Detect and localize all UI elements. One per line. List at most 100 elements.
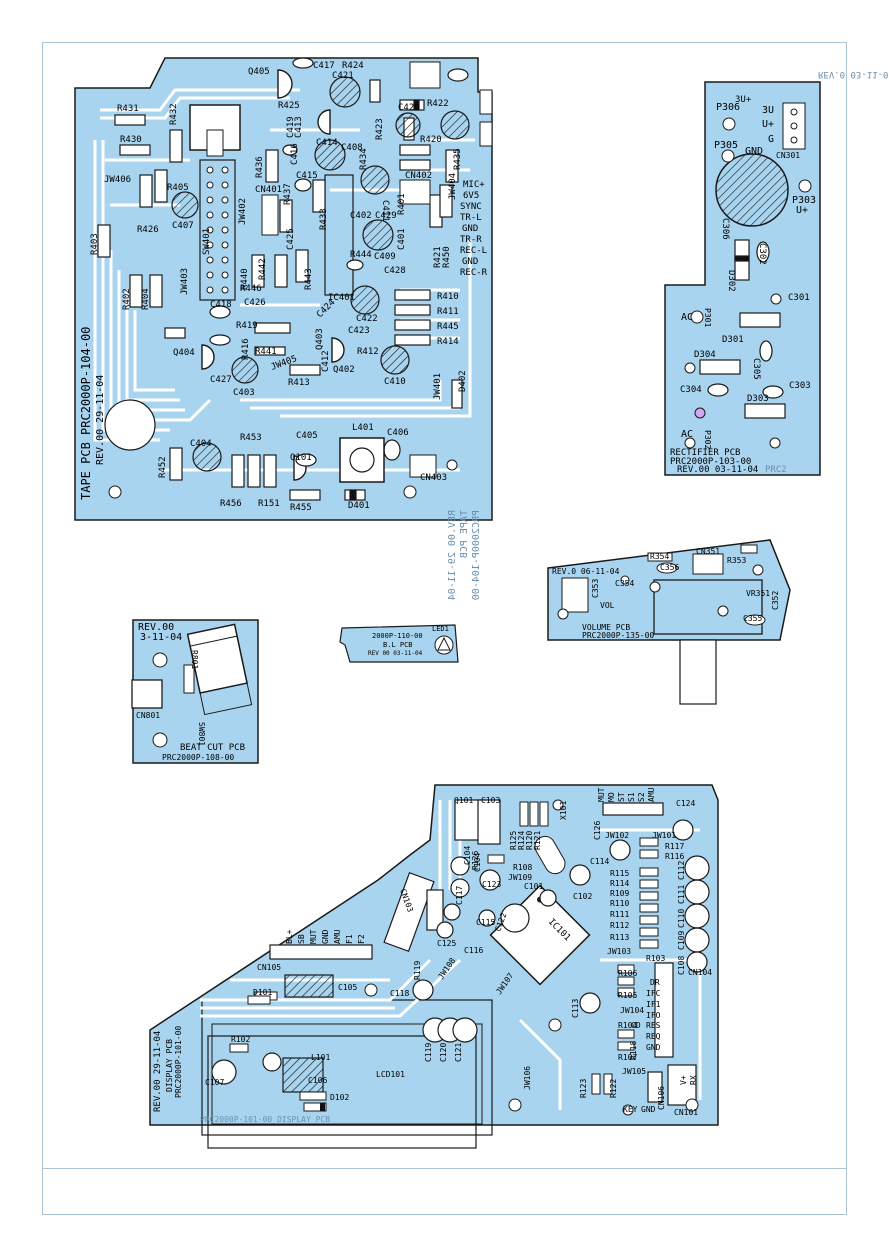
part-label: R119	[413, 961, 422, 980]
part-label: R102	[231, 1035, 250, 1044]
part-label: C113	[571, 999, 580, 1018]
part-label: C118	[390, 989, 409, 998]
display-pcb-mirror: PRC2000P-101-00 DISPLAY PCB	[200, 1115, 330, 1124]
part-label: C420	[398, 103, 420, 113]
vol-label: VR351	[746, 589, 770, 598]
rect-label: P305	[714, 140, 738, 151]
part-label: CN104	[688, 968, 712, 977]
beat-cut-code: PRC2000P-108-00	[162, 753, 234, 762]
part-label: R114	[610, 879, 629, 888]
vol-label: C354	[615, 579, 634, 588]
part-label: CN105	[257, 963, 281, 972]
part-label: C103	[481, 796, 500, 805]
part-label: IC401	[328, 293, 355, 303]
part-label: Q101	[290, 453, 312, 463]
conn-label: GND	[462, 257, 478, 267]
rect-label: C304	[680, 385, 702, 395]
part-label: C429	[375, 211, 397, 221]
part-label: JW401	[433, 373, 443, 400]
part-label: C416	[290, 143, 300, 165]
rect-label: P301	[703, 308, 712, 327]
part-label: R456	[220, 499, 242, 509]
beat-cut-pcb: REV.00 3-11-04 R801 CN801 SW801 BEAT CUT…	[131, 619, 259, 764]
pin-label: CD	[631, 1021, 641, 1030]
vol-label: R353	[727, 556, 746, 565]
rect-label: AC	[681, 312, 693, 323]
rect-label: D304	[694, 350, 716, 360]
part-label: C415	[296, 171, 318, 181]
rect-label: U+	[762, 119, 774, 130]
rect-label: D302	[726, 270, 736, 292]
part-label: JW101	[652, 831, 676, 840]
part-label: R116	[665, 852, 684, 861]
part-label: C421	[332, 71, 354, 81]
part-label: R436	[255, 156, 265, 178]
rect-label: D301	[722, 335, 744, 345]
part-label: JW403	[180, 268, 190, 295]
part-label: R435	[453, 148, 463, 170]
tape-pcb-mirror-title: TAPE PCB	[459, 510, 470, 558]
part-label: R422	[427, 99, 449, 109]
part-label: R452	[158, 456, 168, 478]
part-label: C101	[524, 882, 543, 891]
volume-pcb-code: PRC2000P-135-00	[582, 631, 654, 640]
vol-label: C352	[771, 591, 780, 610]
part-label: C411	[380, 200, 390, 222]
display-pcb: REV.00 29-11-04 DISPLAY PCB PRC2000P-101…	[149, 784, 719, 1149]
part-label: R404	[141, 288, 151, 310]
part-label: C427	[210, 375, 232, 385]
volume-pcb-outline	[547, 539, 791, 641]
rect-label: D303	[747, 394, 769, 404]
part-label: R118	[629, 1041, 638, 1060]
rect-label: G	[768, 134, 774, 145]
beat-label: CN801	[136, 711, 160, 720]
rectifier-pcb: REV.0 03-11-04 3U+ P306 3U U+ G P305 GND…	[664, 69, 889, 476]
part-label: R108	[513, 863, 532, 872]
part-label: SW401	[202, 228, 212, 255]
part-label: C418	[210, 300, 232, 310]
part-label: C412	[321, 350, 331, 372]
part-label: C405	[296, 431, 318, 441]
part-label: C111	[677, 885, 686, 904]
rect-label: P303	[792, 195, 816, 206]
part-label: CN101	[674, 1108, 698, 1117]
bottom-labels: KEY GND V+ RX	[623, 1075, 698, 1114]
part-label: R424	[342, 61, 364, 71]
pin-label: F1	[345, 934, 354, 944]
part-label: D101	[253, 988, 272, 997]
part-label: R123	[579, 1079, 588, 1098]
part-label: D102	[330, 1093, 349, 1102]
beat-label: SW801	[197, 722, 206, 746]
part-label: R124	[517, 831, 526, 850]
pin-label: S2	[637, 792, 646, 802]
part-label: R431	[117, 104, 139, 114]
pin-label: RX	[689, 1075, 698, 1085]
pin-label: AMU	[647, 787, 656, 802]
footer-divider	[42, 1168, 847, 1169]
part-label: JW102	[605, 831, 629, 840]
beat-cut-rev: REV.00	[138, 622, 174, 633]
part-label: R425	[278, 101, 300, 111]
rect-label: AC	[681, 429, 693, 440]
part-label: C104	[473, 853, 482, 872]
part-label: R109	[610, 889, 629, 898]
part-label: C409	[374, 252, 396, 262]
part-label: Q101	[454, 796, 473, 805]
part-label: CN401	[255, 185, 282, 195]
vol-label: C355	[743, 614, 762, 623]
tape-pcb-mirror-rev: REV.00 29-11-04	[447, 510, 458, 600]
part-label: C126	[593, 821, 602, 840]
rect-label: C301	[788, 293, 810, 303]
part-label: R106	[618, 969, 637, 978]
rect-label: REV.0 03-11-04	[818, 69, 889, 79]
rect-label: C306	[720, 218, 730, 240]
pin-label: IFO	[646, 1011, 661, 1020]
beat-label: R801	[190, 650, 199, 669]
part-label: C401	[397, 228, 407, 250]
part-label: R416	[241, 338, 251, 360]
part-label: R420	[420, 135, 442, 145]
part-label: R440	[240, 268, 250, 290]
part-label: R432	[169, 103, 179, 125]
volume-pcb-rev: REV.0 06-11-04	[552, 567, 620, 576]
